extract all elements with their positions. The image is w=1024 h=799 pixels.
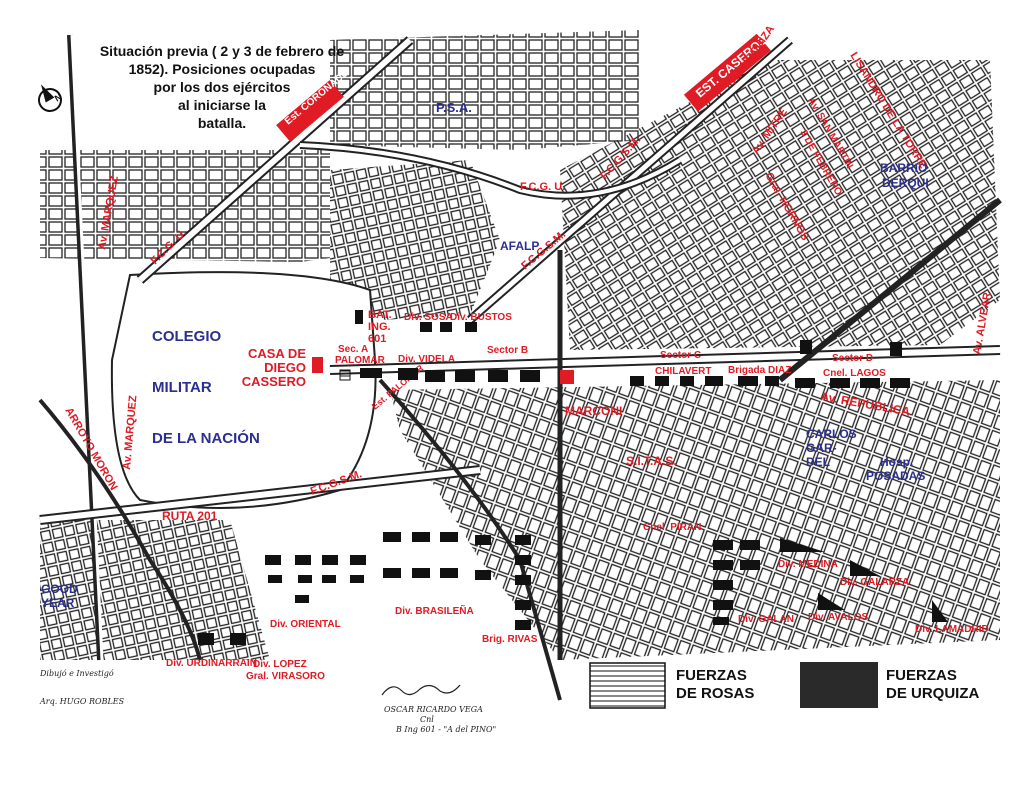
afalp-label: AFALP xyxy=(500,239,539,253)
unit-labels: BAT. ING. 601 Sec. A PALOMAR Div. SOSA D… xyxy=(166,309,989,682)
carlos-label-3: DEL xyxy=(806,455,830,469)
div-sosa-label: Div. SOSA xyxy=(404,312,453,323)
credits: Dibujó e Investigó Arq. HUGO ROBLES OSCA… xyxy=(39,669,496,734)
author-left-label: Arq. HUGO ROBLES xyxy=(39,697,125,706)
div-oriental-label: Div. ORIENTAL xyxy=(270,619,341,630)
div-lamadrid-label: Div. LAMADRID xyxy=(915,624,989,635)
svg-text:batalla.: batalla. xyxy=(198,115,246,131)
roads xyxy=(38,34,1002,701)
city-blocks xyxy=(40,30,1000,660)
svg-text:CASSERO: CASSERO xyxy=(242,374,306,389)
good-label-1: GOOD xyxy=(41,582,78,596)
rosas-line xyxy=(339,310,910,388)
map-title: Situación previa ( 2 y 3 de febrero de 1… xyxy=(100,43,345,131)
bat-ing-label-3: 601 xyxy=(368,333,386,345)
sec-a-label-2: PALOMAR xyxy=(335,355,386,366)
colegio-label-2: MILITAR xyxy=(152,379,212,396)
bat-ing-label-2: ING. xyxy=(368,321,391,333)
colegio-label-1: COLEGIO xyxy=(152,328,222,345)
fcgu-label: F.C.G. U. xyxy=(520,181,565,193)
svg-text:N: N xyxy=(53,92,64,104)
sector-c-label: Sector C xyxy=(660,350,701,361)
div-avalos-label: Div. AVALOS xyxy=(808,612,869,623)
div-lopez-label-1: Div. LOPEZ xyxy=(253,659,307,670)
svg-text:DIEGO: DIEGO xyxy=(264,360,306,375)
sector-b-label: Sector B xyxy=(487,345,528,356)
cnel-piran-label: Cnel. PIRAN xyxy=(643,522,701,533)
hosp-label-1: Hosp. xyxy=(880,455,913,469)
legend-urquiza-line2: DE URQUIZA xyxy=(886,685,980,702)
chilavert-label: CHILAVERT xyxy=(655,366,711,377)
barrio-label-1: BARRIO xyxy=(880,161,927,175)
bat-ing-label-1: BAT. xyxy=(368,309,392,321)
div-medina-label: Div. MEDINA xyxy=(778,559,838,570)
signature-icon xyxy=(381,684,461,696)
legend-rosas-swatch xyxy=(589,662,666,709)
author-right-line3: B Ing 601 - "A del PINO" xyxy=(395,725,496,734)
sec-a-label-1: Sec. A xyxy=(338,344,368,355)
author-right-line2: Cnl xyxy=(420,715,434,724)
svg-text:Situación previa ( 2 y 3 de fe: Situación previa ( 2 y 3 de febrero de xyxy=(100,43,345,59)
legend: FUERZAS DE ROSAS FUERZAS DE URQUIZA xyxy=(589,662,980,709)
north-arrow-icon: N xyxy=(38,84,64,112)
good-label-2: YEAR xyxy=(41,596,75,610)
psa-label: P.S.A. xyxy=(436,100,472,115)
colegio-label-3: DE LA NACIÓN xyxy=(152,429,260,447)
marconi-label: MARCONI xyxy=(565,404,622,418)
brig-rivas-label: Brig. RIVAS xyxy=(482,634,538,645)
hosp-label-2: POSADAS xyxy=(866,469,925,483)
div-urdinarrain-label: Div. URDINARRAIN xyxy=(166,658,257,669)
place-labels: COLEGIO MILITAR DE LA NACIÓN P.S.A. AFAL… xyxy=(41,100,929,610)
svg-text:al iniciarse la: al iniciarse la xyxy=(178,97,266,113)
author-right-line1: OSCAR RICARDO VEGA xyxy=(384,705,483,714)
urquiza-forces xyxy=(198,532,948,645)
est-caseros-box xyxy=(683,33,771,112)
svg-text:CASA DE: CASA DE xyxy=(248,346,306,361)
div-bustos-label: Div. BUSTOS xyxy=(450,312,512,323)
carlos-label-2: GAR- xyxy=(806,441,837,455)
cnel-lagos-label: Cnel. LAGOS xyxy=(823,368,886,379)
casa-cassero-marker xyxy=(312,357,323,373)
sector-d-label: Sector D xyxy=(832,353,873,364)
carlos-label-1: CARLOS xyxy=(806,427,857,441)
div-galan-label: Div. GALAN xyxy=(738,614,794,625)
dibujo-label: Dibujó e Investigó xyxy=(39,669,114,678)
div-galarza-label: Div. GALARZA xyxy=(840,577,909,588)
legend-urquiza-swatch xyxy=(800,662,878,708)
sitas-label: S.I.T.A.S. xyxy=(626,454,677,468)
svg-text:1852). Posiciones ocupadas: 1852). Posiciones ocupadas xyxy=(129,61,316,77)
legend-urquiza-line1: FUERZAS xyxy=(886,667,957,684)
div-brasilena-label: Div. BRASILEÑA xyxy=(395,604,474,617)
casa-label: CASA DE DIEGO CASSERO xyxy=(242,346,307,389)
svg-text:por los dos ejércitos: por los dos ejércitos xyxy=(154,79,291,95)
legend-rosas-line2: DE ROSAS xyxy=(676,685,754,702)
ruta-label: RUTA 201 xyxy=(162,509,218,523)
brigada-diaz-label: Brigada DIAZ xyxy=(728,365,791,376)
est-coronado-box xyxy=(276,80,344,142)
div-lopez-label-2: Gral. VIRASORO xyxy=(246,671,325,682)
legend-rosas-line1: FUERZAS xyxy=(676,667,747,684)
div-videla-label: Div. VIDELA xyxy=(398,354,455,365)
barrio-label-2: DERQUI xyxy=(882,176,929,190)
